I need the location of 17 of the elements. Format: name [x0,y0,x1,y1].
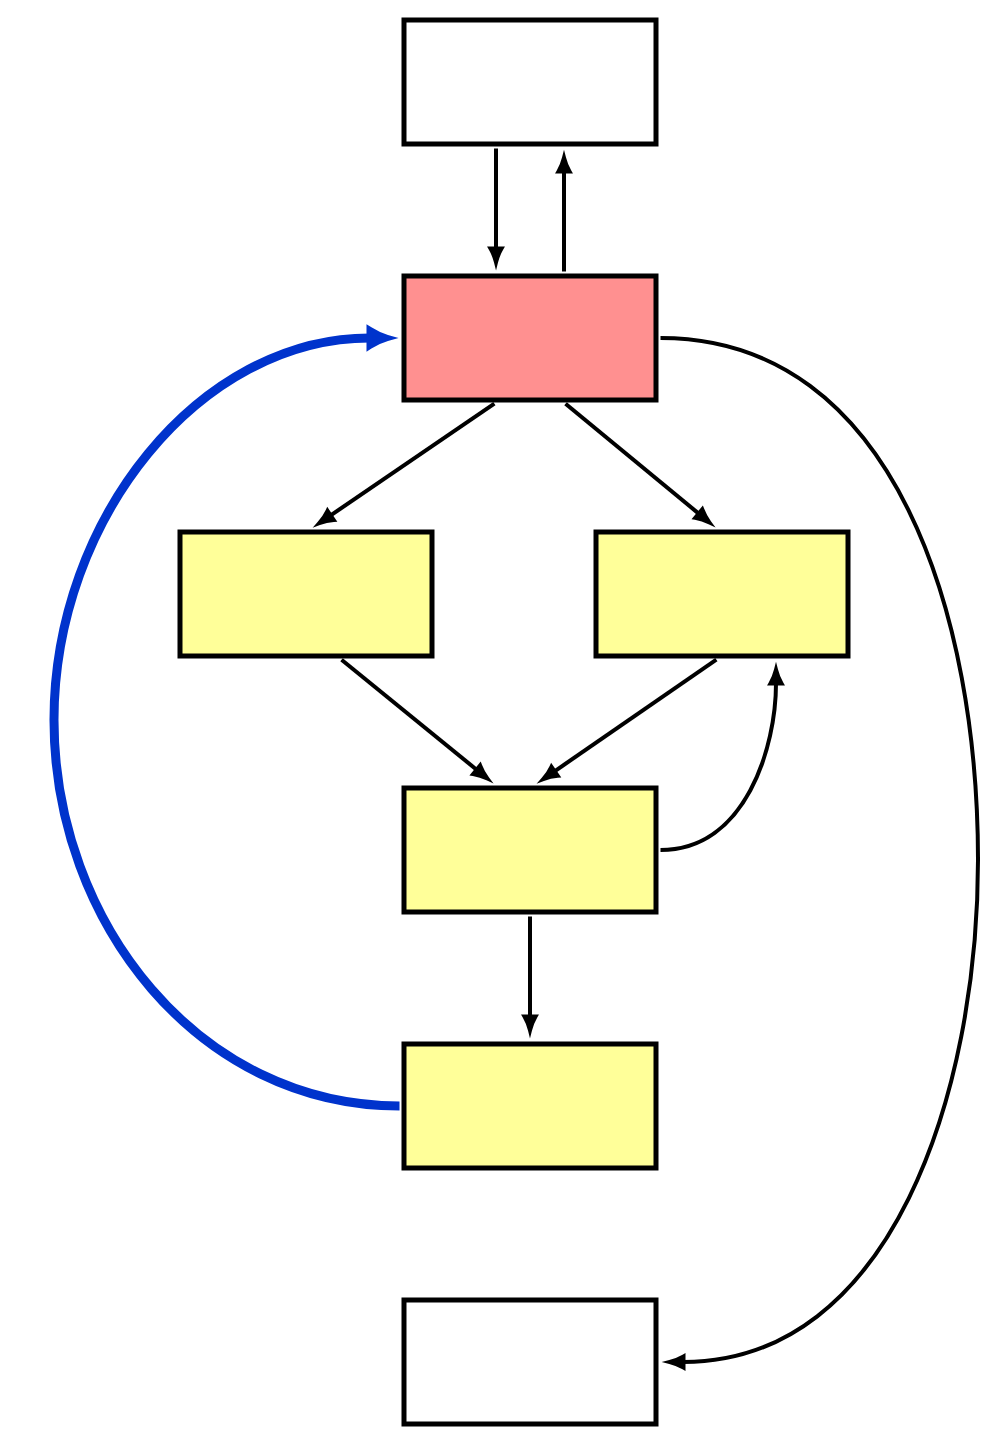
arrow [564,402,712,525]
arrow [49,326,400,1111]
process-box [593,529,851,659]
arrow [488,148,504,265]
arrow [660,667,784,852]
process-box [401,17,659,147]
arrow [541,658,718,782]
process-box [401,1041,659,1171]
arrow [317,401,496,526]
arrow [340,658,490,781]
process-box [177,529,435,659]
process-box [401,273,659,403]
process-box [401,1297,659,1427]
arrow [660,336,980,1370]
arrow [556,155,572,272]
process-box [401,785,659,915]
arrow [522,916,538,1033]
